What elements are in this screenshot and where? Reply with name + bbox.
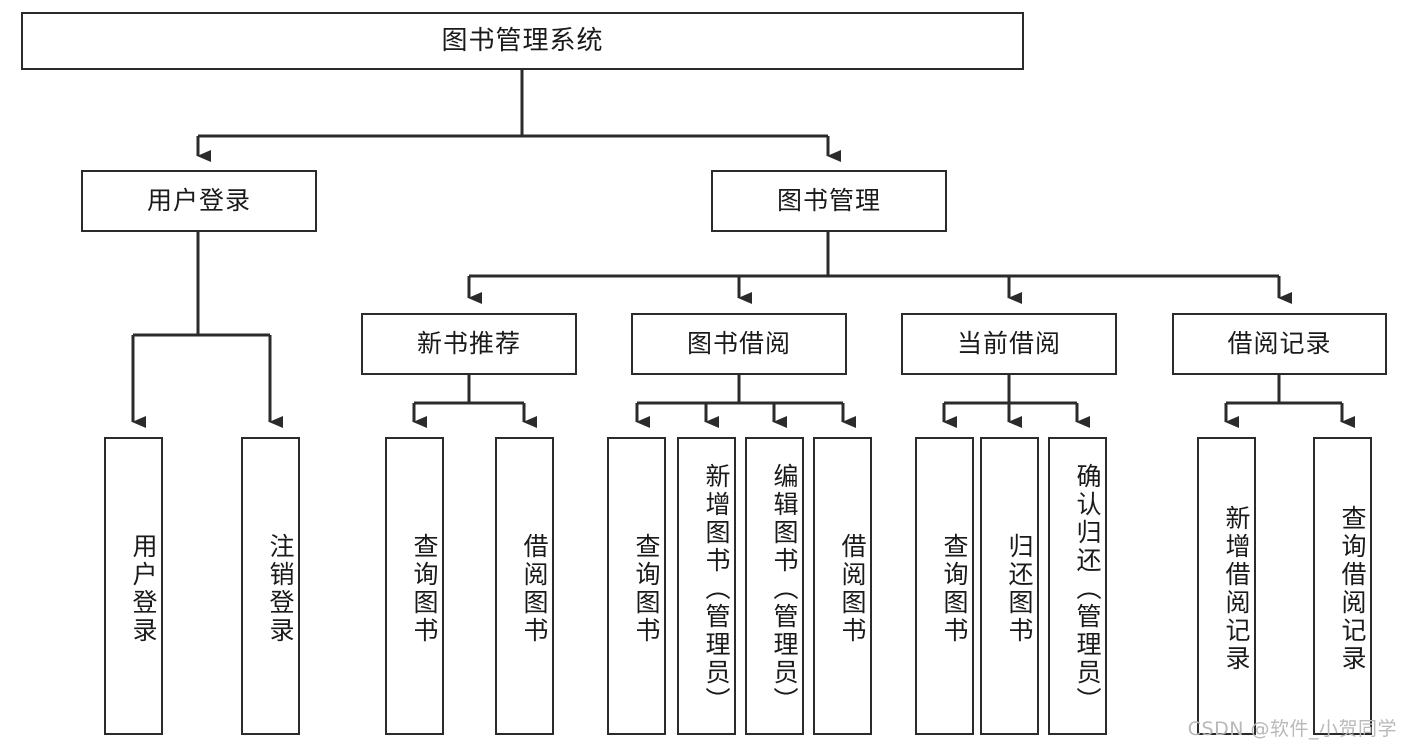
- node-label: 借阅图书: [838, 533, 867, 645]
- node-label: 当前借阅: [956, 329, 1061, 359]
- leaf-borrow-borrow-book[interactable]: 借阅图书: [813, 437, 872, 735]
- leaf-user-login-login[interactable]: 用户登录: [104, 437, 163, 735]
- leaf-records-query-record[interactable]: 查询借阅记录: [1313, 437, 1372, 735]
- node-label: 查询借阅记录: [1338, 505, 1367, 673]
- leaf-user-login-logout[interactable]: 注销登录: [241, 437, 300, 735]
- node-root-system[interactable]: 图书管理系统: [21, 12, 1024, 70]
- node-new-book-recommend[interactable]: 新书推荐: [361, 313, 577, 375]
- leaf-new-book-query[interactable]: 查询图书: [385, 437, 444, 735]
- node-label: 归还图书: [1005, 533, 1034, 645]
- node-current-borrow[interactable]: 当前借阅: [901, 313, 1117, 375]
- leaf-borrow-query-book[interactable]: 查询图书: [607, 437, 666, 735]
- node-label: 查询图书: [940, 533, 969, 645]
- leaf-borrow-edit-book-admin[interactable]: 编辑图书（管理员）: [745, 437, 804, 735]
- node-label: 用户登录: [129, 533, 158, 645]
- node-label: 用户登录: [146, 186, 251, 216]
- watermark-text: CSDN @软件_小贺同学: [1187, 718, 1397, 740]
- node-label: 新增借阅记录: [1222, 505, 1251, 673]
- node-label: 新书推荐: [416, 329, 521, 359]
- node-book-management[interactable]: 图书管理: [711, 170, 947, 232]
- leaf-new-book-borrow[interactable]: 借阅图书: [495, 437, 554, 735]
- leaf-borrow-add-book-admin[interactable]: 新增图书（管理员）: [677, 437, 736, 735]
- node-label: 图书管理: [776, 186, 881, 216]
- node-book-borrow[interactable]: 图书借阅: [631, 313, 847, 375]
- node-label: 查询图书: [632, 533, 661, 645]
- node-label: 借阅图书: [520, 533, 549, 645]
- node-user-login[interactable]: 用户登录: [81, 170, 317, 232]
- leaf-current-return-book[interactable]: 归还图书: [980, 437, 1039, 735]
- node-label: 注销登录: [266, 533, 295, 645]
- node-label: 图书借阅: [686, 329, 791, 359]
- node-label: 图书管理系统: [441, 25, 604, 56]
- node-label: 查询图书: [410, 533, 439, 645]
- node-label: 编辑图书（管理员）: [770, 463, 799, 715]
- node-label: 新增图书（管理员）: [702, 463, 731, 715]
- leaf-records-add-record[interactable]: 新增借阅记录: [1197, 437, 1256, 735]
- leaf-current-query-book[interactable]: 查询图书: [915, 437, 974, 735]
- node-label: 借阅记录: [1227, 329, 1332, 359]
- leaf-current-confirm-return-admin[interactable]: 确认归还（管理员）: [1048, 437, 1107, 735]
- node-borrow-records[interactable]: 借阅记录: [1172, 313, 1387, 375]
- node-label: 确认归还（管理员）: [1073, 463, 1102, 715]
